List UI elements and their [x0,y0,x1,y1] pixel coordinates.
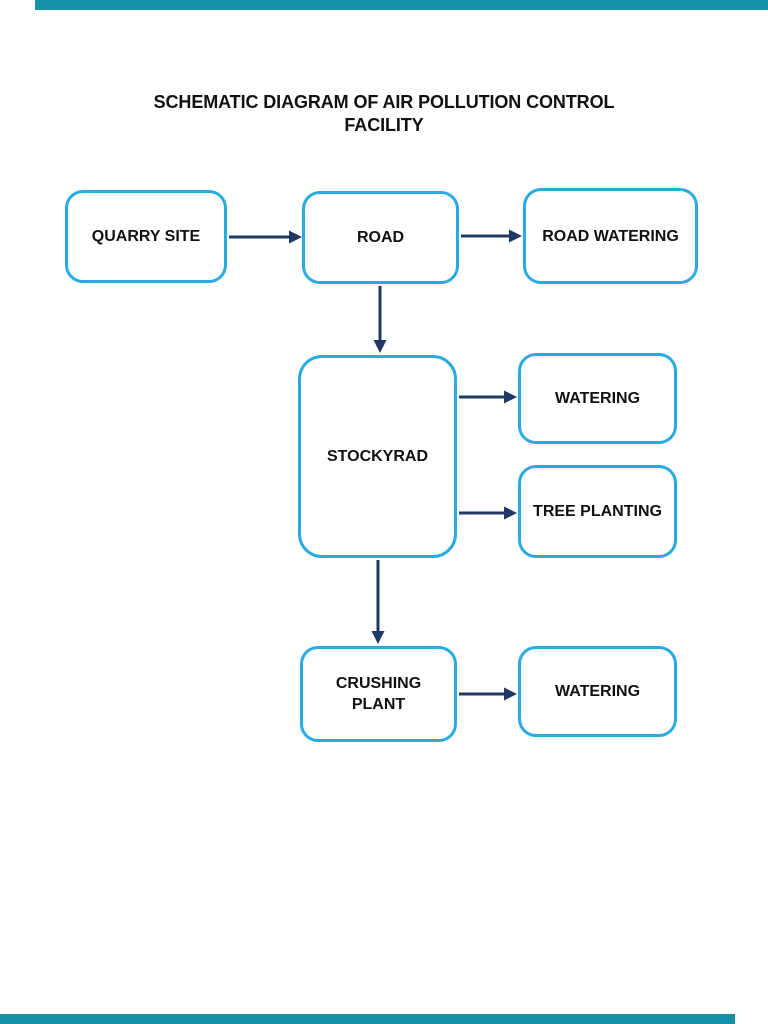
node-label: ROAD [356,229,405,246]
page-title-line2: FACILITY [344,115,424,135]
page-title-line1: SCHEMATIC DIAGRAM OF AIR POLLUTION CONTR… [153,92,615,112]
arrow-stockyrad-to-crushing-plant [371,560,385,644]
node-label: STOCKYRAD [326,448,429,465]
node-label: WATERING [554,683,641,700]
arrow-stockyrad-to-watering [459,390,517,404]
page-title: SCHEMATIC DIAGRAM OF AIR POLLUTION CONTR… [0,91,768,137]
arrow-quarry-site-to-road [229,230,302,244]
page-edge-bar-top [35,0,768,10]
node-road: ROAD [302,191,459,284]
node-tree-planting: TREE PLANTING [518,465,677,558]
node-stockyrad: STOCKYRAD [298,355,457,558]
node-label: WATERING [554,390,641,407]
arrow-crushing-plant-to-watering [459,687,517,701]
node-label: ROAD WATERING [542,227,679,245]
node-label: CRUSHING PLANT [335,675,422,713]
node-label: TREE PLANTING [533,503,662,520]
arrow-stockyrad-to-tree-planting [459,506,517,520]
node-label: QUARRY SITE [91,228,201,245]
node-crushing-watering: WATERING [518,646,677,737]
node-stockyard-watering: WATERING [518,353,677,444]
arrow-road-to-stockyrad [373,286,387,353]
node-quarry-site: QUARRY SITE [65,190,227,283]
node-road-watering: ROAD WATERING [523,188,698,284]
page-edge-bar-bottom [0,1014,735,1024]
node-crushing-plant: CRUSHING PLANT [300,646,457,742]
arrow-road-to-road-watering [461,229,522,243]
